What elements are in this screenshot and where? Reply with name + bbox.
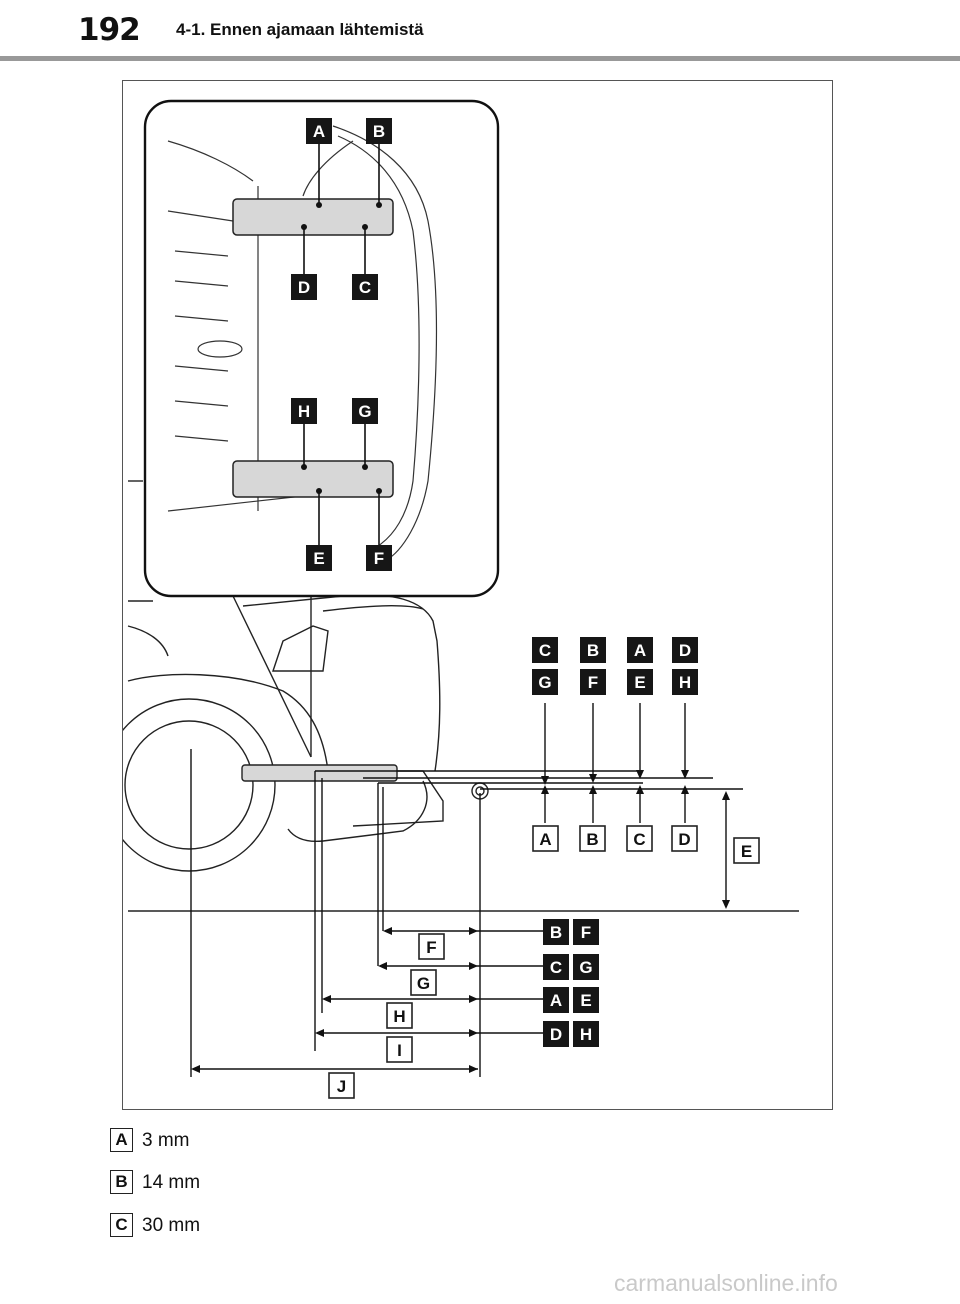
rear-lamp xyxy=(272,625,329,672)
hpair-cg-c: C xyxy=(543,954,569,980)
vlabel-bottom-c: C xyxy=(626,825,653,852)
vlabel-height-e: E xyxy=(733,837,760,864)
hpair-bf-f: F xyxy=(573,919,599,945)
vlabel-top-c: C xyxy=(532,637,558,663)
svg-text:G: G xyxy=(358,402,371,421)
vlabel-second-f: F xyxy=(580,669,606,695)
page-number: 192 xyxy=(78,12,141,48)
inset-label-e: E xyxy=(306,545,332,571)
vlabel-top-a: A xyxy=(627,637,653,663)
inset-label-g: G xyxy=(352,398,378,424)
legend-key: C xyxy=(110,1213,133,1237)
inset-bracket-lower xyxy=(232,460,394,498)
svg-text:C: C xyxy=(550,958,562,977)
svg-text:A: A xyxy=(539,830,551,849)
svg-text:I: I xyxy=(397,1041,402,1060)
svg-text:E: E xyxy=(313,549,324,568)
hlabel-i: I xyxy=(386,1036,413,1063)
svg-text:D: D xyxy=(298,278,310,297)
svg-text:D: D xyxy=(678,830,690,849)
wheel-outer xyxy=(123,698,276,872)
svg-text:B: B xyxy=(587,641,599,660)
header-rule xyxy=(0,56,960,61)
legend-key: B xyxy=(110,1170,133,1194)
hlabel-g: G xyxy=(410,969,437,996)
svg-text:B: B xyxy=(373,122,385,141)
svg-text:H: H xyxy=(580,1025,592,1044)
vlabel-second-h: H xyxy=(672,669,698,695)
svg-text:G: G xyxy=(538,673,551,692)
svg-text:C: C xyxy=(633,830,645,849)
vlabel-top-d: D xyxy=(672,637,698,663)
legend-value: 3 mm xyxy=(142,1130,190,1151)
diagram-drawing: A B D C H G E F C B A D G F E H A B C D … xyxy=(123,99,799,1099)
callout-wedge-left xyxy=(232,595,312,758)
svg-text:D: D xyxy=(550,1025,562,1044)
svg-text:G: G xyxy=(417,974,430,993)
svg-text:A: A xyxy=(313,122,325,141)
vlabel-top-b: B xyxy=(580,637,606,663)
wheel-inner xyxy=(124,720,254,850)
svg-text:F: F xyxy=(588,673,598,692)
car-body-outline xyxy=(127,673,444,827)
svg-text:C: C xyxy=(539,641,551,660)
svg-text:E: E xyxy=(634,673,645,692)
watermark: carmanualsonline.info xyxy=(614,1270,838,1296)
svg-text:F: F xyxy=(581,923,591,942)
svg-text:B: B xyxy=(586,830,598,849)
legend-value: 30 mm xyxy=(142,1215,201,1236)
hpair-ae-e: E xyxy=(573,987,599,1013)
inset-label-b: B xyxy=(366,118,392,144)
towing-bracket-diagram: A B D C H G E F C B A D G F E H A B C D … xyxy=(122,80,833,1110)
hlabel-j: J xyxy=(328,1072,355,1099)
vlabel-bottom-a: A xyxy=(532,825,559,852)
svg-text:F: F xyxy=(374,549,384,568)
hpair-cg-g: G xyxy=(573,954,599,980)
inset-label-a: A xyxy=(306,118,332,144)
hpair-dh-d: D xyxy=(543,1021,569,1047)
vlabel-bottom-b: B xyxy=(579,825,606,852)
legend-value: 14 mm xyxy=(142,1172,201,1193)
svg-text:D: D xyxy=(679,641,691,660)
svg-text:E: E xyxy=(580,991,591,1010)
legend-key: A xyxy=(110,1128,133,1152)
hpair-dh-h: H xyxy=(573,1021,599,1047)
svg-text:E: E xyxy=(741,842,752,861)
hpair-ae-a: A xyxy=(543,987,569,1013)
hlabel-h: H xyxy=(386,1002,413,1029)
svg-text:H: H xyxy=(393,1007,405,1026)
svg-text:H: H xyxy=(298,402,310,421)
vlabel-second-g: G xyxy=(532,669,558,695)
svg-text:J: J xyxy=(337,1077,346,1096)
svg-text:G: G xyxy=(579,958,592,977)
inset-label-d: D xyxy=(291,274,317,300)
vlabel-second-e: E xyxy=(627,669,653,695)
inset-bracket-upper xyxy=(232,198,394,236)
tailgate-outline xyxy=(242,594,441,772)
svg-text:A: A xyxy=(550,991,562,1010)
svg-text:F: F xyxy=(426,938,436,957)
vlabel-bottom-d: D xyxy=(671,825,698,852)
inset-label-f: F xyxy=(366,545,392,571)
hlabel-f: F xyxy=(418,933,445,960)
inset-bubble xyxy=(143,99,500,598)
tow-bracket-main xyxy=(241,764,398,782)
section-title: 4-1. Ennen ajamaan lähtemistä xyxy=(176,20,424,39)
svg-text:H: H xyxy=(679,673,691,692)
hpair-bf-b: B xyxy=(543,919,569,945)
inset-label-c: C xyxy=(352,274,378,300)
svg-text:A: A xyxy=(634,641,646,660)
svg-text:B: B xyxy=(550,923,562,942)
inset-label-h: H xyxy=(291,398,317,424)
svg-text:C: C xyxy=(359,278,371,297)
